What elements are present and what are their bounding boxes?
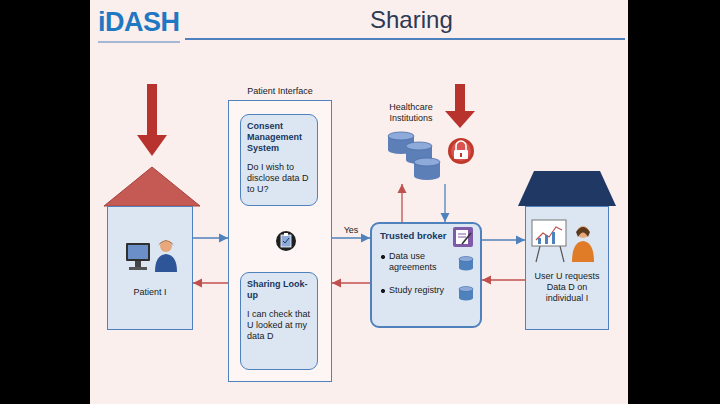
clipboard-icon [276, 231, 296, 251]
big-red-arrow [445, 84, 475, 128]
slide-title: Sharing [370, 6, 453, 34]
node-text: Data use agreements [380, 251, 452, 273]
node-text: Study registry [380, 285, 452, 296]
user-roof [518, 171, 616, 206]
patient-house: Patient I [107, 206, 193, 330]
patient-roof [104, 167, 200, 206]
node-text: I can check that U looked at my data D [247, 309, 311, 342]
flow-arrow [332, 282, 370, 283]
node-heading: Sharing Look-up [247, 279, 311, 301]
patient-computer-icon [126, 240, 177, 272]
node-heading: Patient Interface [228, 84, 332, 97]
flow-arrow [482, 239, 525, 240]
logo-rule [98, 42, 180, 43]
node-heading: Healthcare Institutions [376, 102, 446, 124]
node-heading: Trusted broker [380, 230, 452, 241]
header-rule [185, 38, 625, 40]
process-box: Sharing Look-up I can check that U looked… [240, 272, 318, 370]
lock-icon [448, 138, 474, 164]
user-presenter-icon [532, 220, 594, 262]
flow-arrow [444, 184, 445, 222]
database-icon [388, 132, 440, 180]
flow-arrow [193, 237, 228, 238]
pen-document-icon [453, 227, 473, 247]
flow-arrow [332, 237, 370, 238]
logo-text: iDASH [98, 7, 180, 38]
flow-arrow [482, 279, 525, 280]
flow-arrow [193, 282, 228, 283]
big-red-arrow [137, 84, 167, 156]
node-heading: Consent Management System [247, 121, 311, 154]
database-small-icon [459, 257, 473, 301]
node-heading: Patient I [112, 287, 188, 298]
node-text: Do I wish to disclose data D to U? [247, 162, 311, 195]
process-box: Consent Management System Do I wish to di… [240, 114, 318, 206]
node-heading: User U requests Data D on individual I [530, 271, 604, 304]
flow-arrow [401, 184, 402, 222]
edge-label: Yes [343, 225, 360, 235]
